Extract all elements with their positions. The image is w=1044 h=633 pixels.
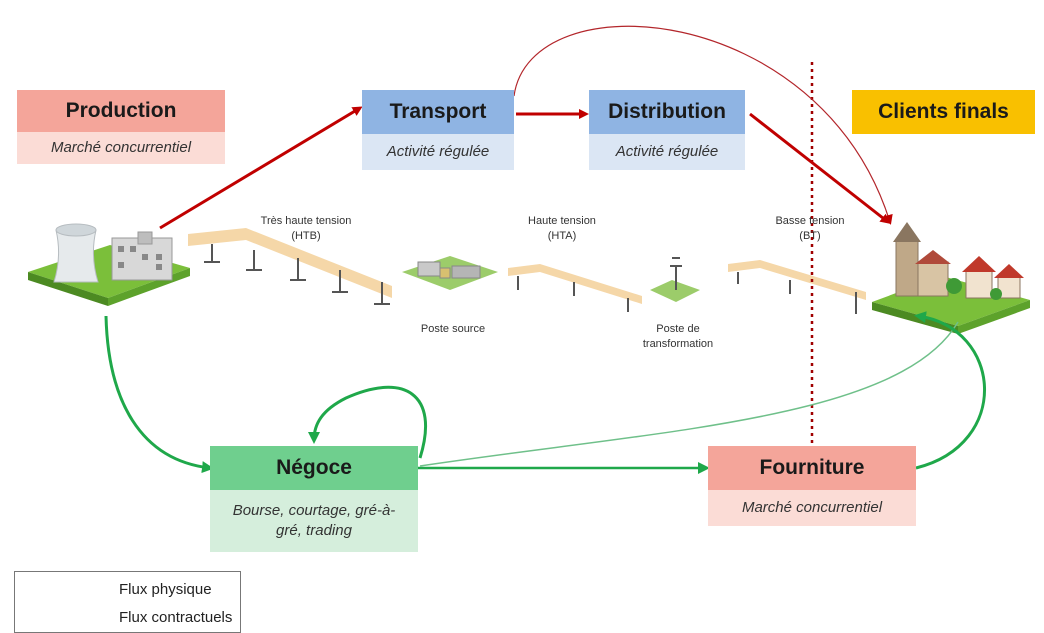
label-poste-transformation: Poste de transformation	[642, 323, 714, 350]
label-poste-source: Poste source	[420, 323, 486, 335]
flow-production-transport	[159, 106, 363, 230]
label-hta: Haute tension (HTA)	[528, 215, 596, 242]
production-subtitle: Marché concurrentiel	[17, 132, 225, 164]
contract-flows	[104, 311, 986, 474]
flow-transport-clients-thin	[513, 25, 893, 225]
negoce-box: Négoce Bourse, courtage, gré-à-gré, trad…	[210, 446, 418, 552]
power-plant-icon	[28, 223, 190, 306]
bt-line-illustration	[728, 260, 866, 314]
transport-subtitle: Activité régulée	[362, 134, 514, 170]
transport-title: Transport	[362, 90, 514, 134]
htb-line-illustration	[188, 228, 392, 305]
legend-contractuels: Flux contractuels	[119, 609, 233, 626]
flow-negoce-clients-thin	[419, 321, 959, 467]
physical-flows	[159, 25, 893, 230]
negoce-title: Négoce	[210, 446, 418, 490]
production-box: Production Marché concurrentiel	[17, 90, 225, 164]
hta-line-illustration	[508, 264, 642, 312]
clients-box: Clients finals	[852, 90, 1035, 134]
legend: Flux physique Flux contractuels	[14, 571, 241, 633]
village-icon	[872, 222, 1030, 334]
distribution-title: Distribution	[589, 90, 745, 134]
fourniture-title: Fourniture	[708, 446, 916, 490]
negoce-subtitle: Bourse, courtage, gré-à-gré, trading	[210, 490, 418, 552]
flow-distribution-clients	[749, 112, 891, 224]
fourniture-box: Fourniture Marché concurrentiel	[708, 446, 916, 526]
poste-transformation-icon	[650, 257, 700, 302]
fourniture-subtitle: Marché concurrentiel	[708, 490, 916, 526]
transport-box: Transport Activité régulée	[362, 90, 514, 170]
production-title: Production	[17, 90, 225, 132]
label-htb: Très haute tension (HTB)	[260, 215, 352, 242]
clients-title: Clients finals	[852, 90, 1035, 134]
poste-source-icon	[402, 256, 498, 290]
legend-physique: Flux physique	[119, 581, 212, 598]
label-bt: Basse tension (BT)	[775, 215, 845, 242]
distribution-box: Distribution Activité régulée	[589, 90, 745, 170]
distribution-subtitle: Activité régulée	[589, 134, 745, 170]
flow-production-negoce	[104, 315, 214, 474]
flow-fourniture-clients	[914, 311, 986, 470]
flow-negoce-loop	[308, 385, 427, 459]
